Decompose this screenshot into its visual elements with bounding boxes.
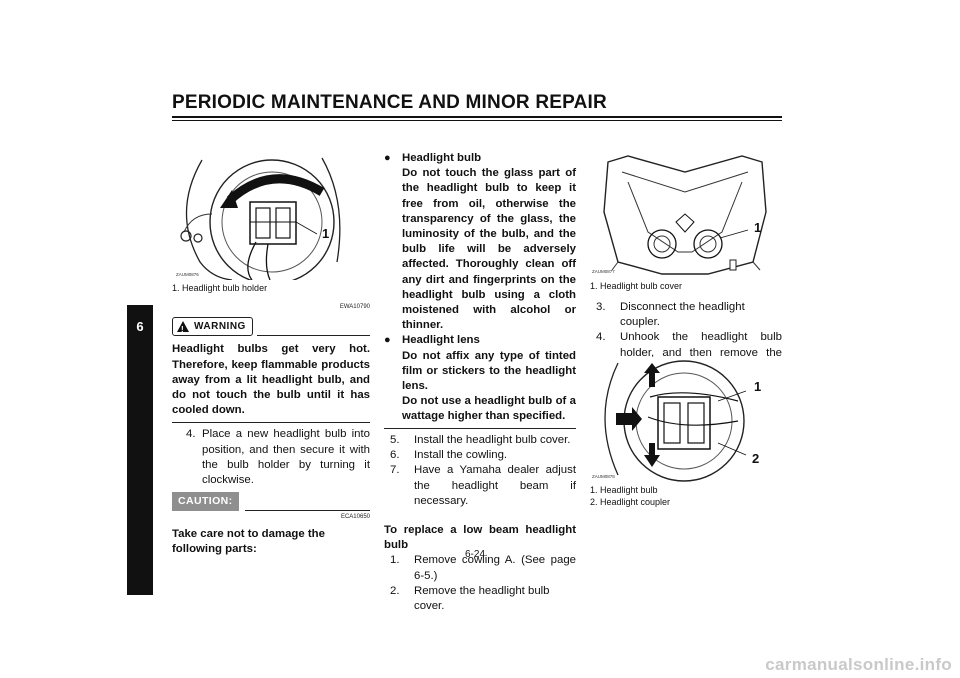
caution-item-bulb: ● Headlight bulb Do not touch the glass … [384,151,576,333]
warning-triangle-icon [177,321,189,337]
step-text: Disconnect the headlight coupler. [620,301,745,329]
step-7: 7. Have a Yamaha dealer adjust the headl… [390,463,576,509]
caution-text: Take care not to damage the following pa… [172,527,325,555]
step-text: Have a Yamaha dealer adjust the headligh… [414,464,576,507]
step-number: 1. [390,554,400,567]
step-4: 4. Place a new headlight bulb into posit… [186,427,370,488]
figure-headlight-bulb-coupler: 1 2 ZAUM0878 [588,357,782,482]
caution-rule [244,510,370,512]
title-rule-thin [172,120,782,121]
step-3: 3. Disconnect the headlight coupler. [596,300,782,330]
step-6: 6. Install the cowling. [390,448,576,463]
chapter-side-tab: 6 [127,305,153,595]
headlight-cover-illustration: 1 ZAUM0877 [592,155,767,275]
caution-header: CAUTION: [172,492,370,512]
caution-item-text: Do not touch the glass part of the headl… [402,167,576,332]
caution-item-lens: ● Headlight lens Do not affix any type o… [384,333,576,424]
step-text: Place a new headlight bulb into position… [202,428,370,487]
step-text: Install the headlight bulb cover. [414,433,571,446]
step-number: 3. [596,301,606,313]
caution-item-title: Headlight lens [402,334,480,347]
callout-1: 1 [322,226,329,241]
warning-rule [256,335,370,337]
caution-item-text-2: Do not use a headlight bulb of a wattage… [402,395,576,423]
figure-caption: 2. Headlight coupler [590,497,671,507]
callout-1: 1 [754,220,761,235]
step-5: 5. Install the headlight bulb cover. [390,433,576,448]
step-text: Install the cowling. [414,449,508,462]
step-2: 2. Remove the headlight bulb cover. [390,584,576,614]
footer-watermark: carmanualsonline.info [765,655,952,674]
page-title: PERIODIC MAINTENANCE AND MINOR REPAIR [172,92,607,113]
step-text: Remove the headlight bulb cover. [414,584,550,612]
step-text: Remove cowling A. (See page 6-5.) [414,554,576,582]
figure-code: ZAUM0877 [592,269,615,274]
caution-item-title: Headlight bulb [402,152,482,164]
step-number: 2. [390,584,400,597]
figure-headlight-bulb-cover: 1 ZAUM0877 [588,152,782,277]
figure-caption: 1. Headlight bulb cover [590,281,683,291]
caution-item-text: Do not affix any type of tinted film or … [402,349,576,393]
step-number: 5. [390,433,400,446]
step-number: 6. [390,449,400,462]
bullet-icon: ● [384,152,391,164]
step-number: 4. [596,331,606,344]
bulb-coupler-illustration: 1 2 ZAUM0878 [592,360,761,482]
chapter-number: 6 [136,319,144,334]
low-beam-heading: To replace a low beam headlight bulb [384,523,576,552]
middle-column: ● Headlight bulb Do not touch the glass … [384,151,576,614]
caution-badge: CAUTION: [172,492,239,512]
caution-code: ECA10650 [340,514,370,521]
caution-end-rule [384,427,576,429]
callout-2: 2 [752,451,759,466]
warning-header: WARNING [172,317,370,337]
figure-code: ZAUM0876 [176,272,199,277]
warning-end-rule [172,422,370,424]
warning-label: WARNING [194,321,246,333]
callout-1: 1 [754,379,761,394]
page-number: 6-24 [465,549,486,560]
bulb-holder-illustration: 1 ZAUM0876 [176,157,341,285]
warning-badge: WARNING [172,317,253,337]
figure-caption: 1. Headlight bulb [590,485,658,495]
title-rule [172,116,782,118]
bullet-icon: ● [384,334,391,347]
figure-code: ZAUM0878 [592,474,615,479]
figure-headlight-bulb-holder: 1 ZAUM0876 [172,152,370,285]
warning-text: Headlight bulbs get very hot. Therefore,… [172,343,370,417]
figure-caption: 1. Headlight bulb holder [172,283,268,293]
step-number: 4. [186,428,196,441]
warning-code: EWA10790 [339,304,370,310]
step-number: 7. [390,464,400,477]
step-1: 1. Remove cowling A. (See page 6-5.) [390,553,576,583]
left-column: EWA10790 WARNING Headlight bulbs get ver… [172,300,370,557]
